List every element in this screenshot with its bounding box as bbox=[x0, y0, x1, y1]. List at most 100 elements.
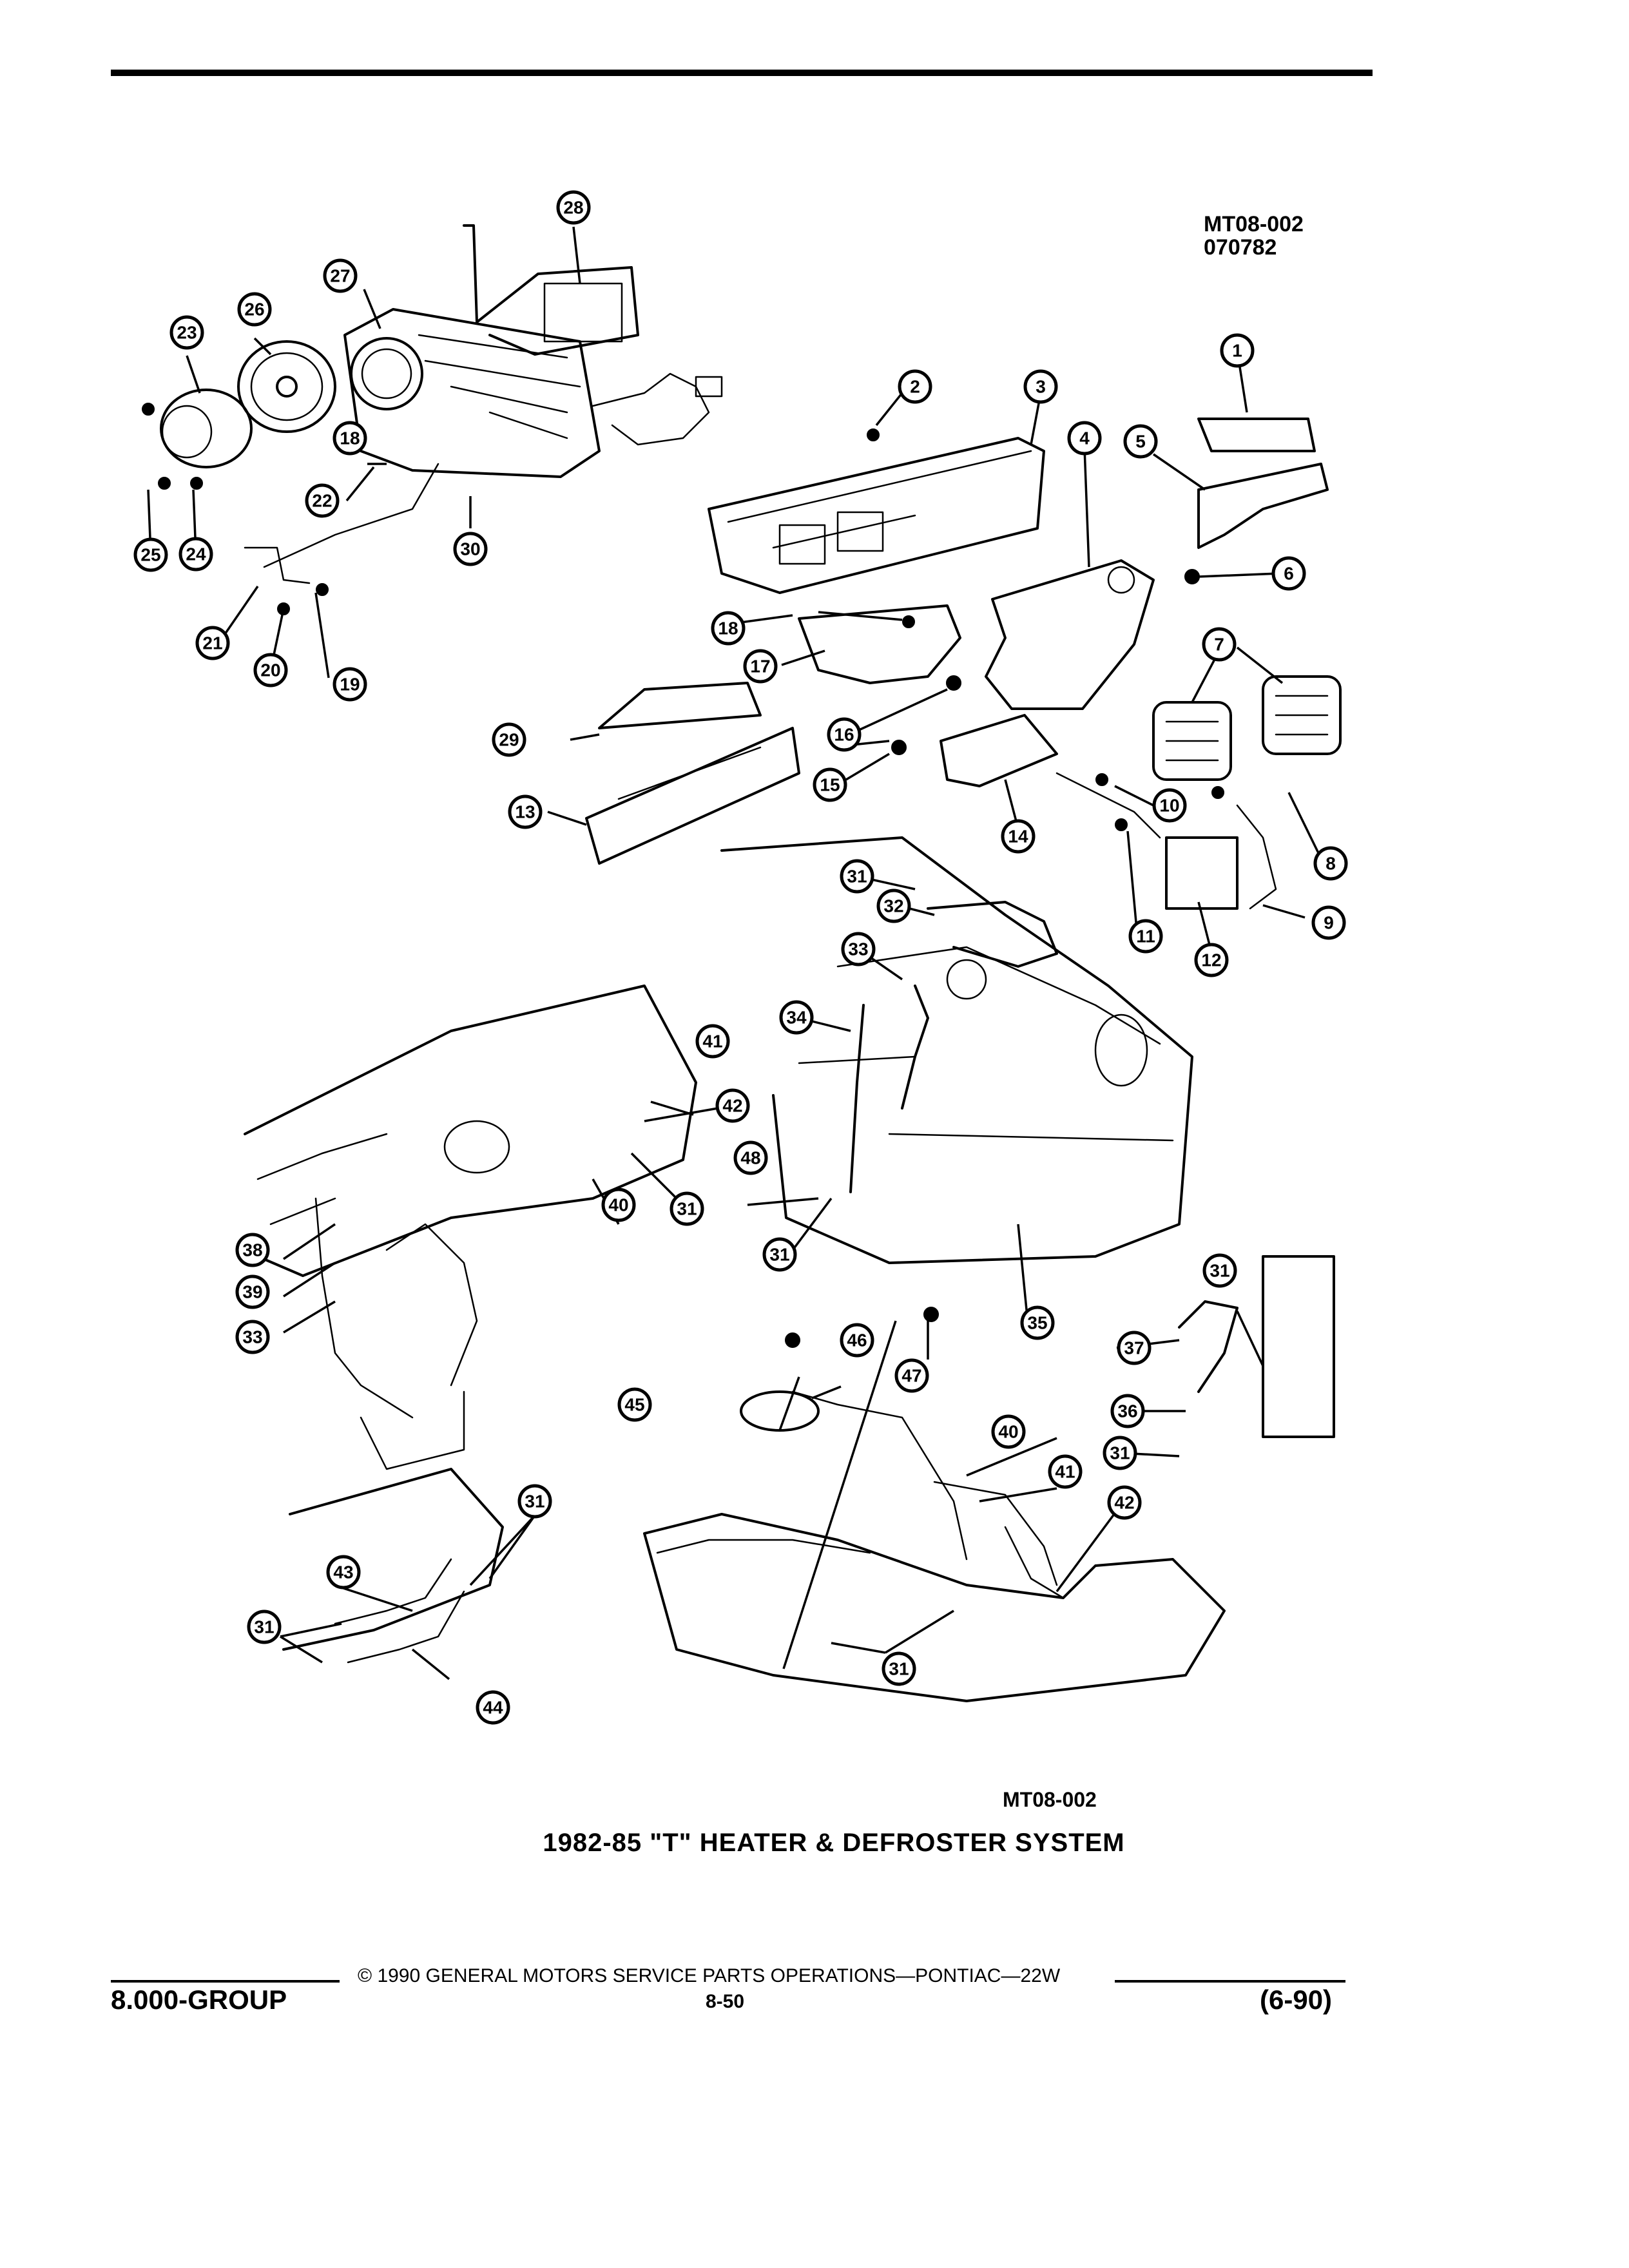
callout-19: 19 bbox=[333, 667, 367, 702]
svg-text:31: 31 bbox=[769, 1245, 789, 1265]
callout-39: 39 bbox=[235, 1274, 270, 1309]
hose-32 bbox=[927, 901, 1058, 968]
callout-7: 7 bbox=[1202, 627, 1237, 662]
svg-text:11: 11 bbox=[1136, 927, 1155, 947]
callout-44: 44 bbox=[476, 1690, 510, 1725]
svg-text:5: 5 bbox=[1135, 432, 1146, 452]
reference-number: 070782 bbox=[1204, 235, 1277, 260]
panel-29 bbox=[598, 682, 762, 729]
svg-text:31: 31 bbox=[847, 867, 867, 887]
callout-41a: 41 bbox=[695, 1024, 730, 1059]
callout-31g: 31 bbox=[517, 1484, 552, 1519]
bracket-14 bbox=[940, 714, 1058, 787]
svg-text:15: 15 bbox=[820, 775, 840, 795]
callout-31h: 31 bbox=[247, 1610, 282, 1644]
svg-text:25: 25 bbox=[140, 545, 160, 565]
footer-rule-left bbox=[111, 1980, 340, 1983]
svg-text:7: 7 bbox=[1214, 635, 1224, 655]
svg-text:35: 35 bbox=[1027, 1313, 1047, 1333]
defroster-duct-3 bbox=[708, 437, 1045, 594]
footer-revision-date: (6-90) bbox=[1260, 1984, 1333, 2015]
svg-text:6: 6 bbox=[1284, 564, 1294, 584]
callout-21: 21 bbox=[195, 626, 230, 660]
callout-31e: 31 bbox=[1103, 1436, 1137, 1470]
svg-text:39: 39 bbox=[242, 1282, 262, 1302]
blower-wheel-26 bbox=[237, 340, 336, 433]
svg-text:32: 32 bbox=[883, 896, 903, 916]
svg-text:18: 18 bbox=[340, 428, 360, 448]
callout-47: 47 bbox=[894, 1358, 929, 1393]
svg-text:13: 13 bbox=[515, 802, 535, 822]
figure-caption: 1982-85 "T" HEATER & DEFROSTER SYSTEM bbox=[543, 1829, 1125, 1857]
callout-16: 16 bbox=[827, 717, 862, 752]
svg-text:33: 33 bbox=[848, 939, 868, 959]
svg-text:42: 42 bbox=[1114, 1493, 1134, 1513]
footer-rule-right bbox=[1115, 1980, 1345, 1983]
callout-41b: 41 bbox=[1048, 1454, 1083, 1489]
callout-markers: 1 2 3 4 5 6 7 8 9 10 11 12 13 14 15 16 1… bbox=[133, 190, 1348, 1725]
seal-part-28 bbox=[463, 224, 639, 356]
callout-18a: 18 bbox=[333, 421, 367, 456]
svg-text:17: 17 bbox=[750, 657, 770, 677]
svg-text:31: 31 bbox=[889, 1659, 909, 1679]
callout-35: 35 bbox=[1020, 1305, 1055, 1340]
svg-text:33: 33 bbox=[242, 1327, 262, 1347]
svg-text:41: 41 bbox=[1055, 1462, 1075, 1482]
harness-21 bbox=[263, 463, 439, 568]
svg-text:37: 37 bbox=[1124, 1338, 1144, 1358]
vacuum-canister-45 bbox=[740, 1390, 820, 1432]
left-engine-compartment bbox=[244, 985, 697, 1277]
callout-15: 15 bbox=[813, 767, 847, 802]
svg-text:42: 42 bbox=[722, 1096, 742, 1116]
svg-text:31: 31 bbox=[1210, 1261, 1229, 1281]
callout-48: 48 bbox=[733, 1140, 768, 1175]
callout-25: 25 bbox=[133, 537, 168, 572]
duct-17 bbox=[798, 604, 961, 684]
callout-2: 2 bbox=[898, 369, 932, 404]
svg-text:9: 9 bbox=[1324, 913, 1334, 933]
svg-text:40: 40 bbox=[608, 1195, 628, 1215]
callout-13: 13 bbox=[508, 794, 543, 829]
callout-1: 1 bbox=[1220, 333, 1255, 368]
svg-text:34: 34 bbox=[786, 1008, 807, 1028]
callout-37: 37 bbox=[1117, 1331, 1152, 1365]
svg-text:46: 46 bbox=[847, 1331, 867, 1350]
svg-text:27: 27 bbox=[330, 266, 350, 286]
callout-29: 29 bbox=[492, 722, 526, 757]
svg-text:4: 4 bbox=[1079, 428, 1090, 448]
svg-text:40: 40 bbox=[998, 1422, 1018, 1442]
callout-32: 32 bbox=[876, 889, 911, 923]
panel-13 bbox=[585, 727, 800, 865]
blower-motor-23 bbox=[160, 389, 253, 468]
callout-24: 24 bbox=[178, 537, 213, 572]
svg-text:26: 26 bbox=[244, 300, 264, 320]
svg-text:30: 30 bbox=[460, 539, 480, 559]
heater-core bbox=[1262, 1255, 1335, 1438]
svg-text:31: 31 bbox=[1110, 1443, 1130, 1463]
callout-42b: 42 bbox=[1107, 1485, 1142, 1520]
callout-31f: 31 bbox=[882, 1651, 916, 1686]
svg-text:3: 3 bbox=[1036, 377, 1046, 397]
svg-text:47: 47 bbox=[901, 1366, 921, 1386]
svg-text:1: 1 bbox=[1232, 341, 1242, 361]
outlet-1 bbox=[1197, 418, 1316, 452]
callout-26: 26 bbox=[237, 292, 272, 327]
svg-text:48: 48 bbox=[740, 1148, 760, 1168]
reference-code: MT08-002 bbox=[1204, 212, 1304, 236]
svg-text:20: 20 bbox=[260, 660, 280, 680]
svg-text:10: 10 bbox=[1159, 796, 1179, 816]
svg-text:31: 31 bbox=[525, 1492, 545, 1512]
callout-17: 17 bbox=[743, 649, 778, 684]
callout-31d: 31 bbox=[1202, 1253, 1237, 1288]
hose-37-36 bbox=[1178, 1300, 1239, 1393]
callout-31c: 31 bbox=[762, 1237, 797, 1272]
svg-text:36: 36 bbox=[1117, 1401, 1137, 1421]
callout-46: 46 bbox=[840, 1323, 874, 1358]
hose-34 bbox=[849, 1004, 865, 1193]
duct-4 bbox=[985, 559, 1155, 710]
callout-6: 6 bbox=[1271, 556, 1306, 591]
svg-text:8: 8 bbox=[1325, 854, 1336, 874]
callout-31a: 31 bbox=[840, 859, 874, 894]
callout-27: 27 bbox=[323, 258, 358, 293]
